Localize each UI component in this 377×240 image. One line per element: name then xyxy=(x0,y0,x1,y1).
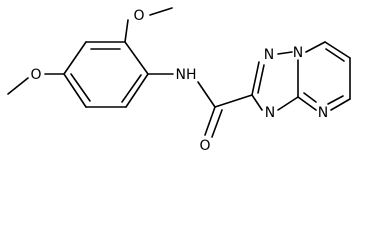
chemical-structure-diagram: O O NH O N N N N xyxy=(7,7,351,154)
atom-label-layer: O O NH O N N N N xyxy=(30,8,328,154)
atom-carbonyl-o: O xyxy=(199,138,210,154)
atom-o-methoxy-top: O xyxy=(133,8,144,24)
bond-c7-n8 xyxy=(330,98,351,111)
atom-triazole-n1: N xyxy=(264,47,274,63)
bond-carbonyl-c-o-b xyxy=(211,109,223,138)
bond-carbonyl-c-o-a xyxy=(204,106,216,136)
atom-triazole-n4: N xyxy=(265,105,275,121)
bond-o-ch3-left xyxy=(7,77,29,95)
bond-ring-c4-c5-inner xyxy=(70,73,91,102)
bond-c3a-n4 xyxy=(277,96,299,111)
atom-triazole-n9: N xyxy=(293,45,303,61)
bond-n8-c3a xyxy=(297,96,317,111)
bond-n4-c2 xyxy=(251,94,263,111)
bond-c2-n1-inner xyxy=(257,64,265,94)
atom-amide-nh: NH xyxy=(176,67,197,83)
bond-ring-c1-c2 xyxy=(124,41,149,75)
bond-c3a-n8-inner xyxy=(303,92,317,103)
atom-pyrimidine-n8: N xyxy=(318,105,328,121)
bond-ring-c2-c3 xyxy=(125,73,149,108)
atom-o-methoxy-left: O xyxy=(30,67,41,83)
bond-ring-c5-c6 xyxy=(63,41,87,75)
bond-ring-c4-c5 xyxy=(63,73,87,108)
bond-o-ring-top xyxy=(124,19,129,43)
bond-nh-carbonyl-c xyxy=(197,81,216,108)
bond-ch3-o-top xyxy=(149,7,173,16)
bond-carbonyl-c-triazole-c2 xyxy=(214,94,253,108)
bond-layer xyxy=(7,7,351,138)
bond-c7-n8-inner xyxy=(327,95,344,105)
bond-n9-c5 xyxy=(305,41,326,53)
bond-c2-n1 xyxy=(251,61,260,96)
bond-ring-c2-c3-inner xyxy=(121,74,142,103)
bond-c5-c6 xyxy=(324,41,351,59)
bond-c5-c6-inner xyxy=(325,48,345,62)
bond-n1-n9 xyxy=(277,51,293,55)
